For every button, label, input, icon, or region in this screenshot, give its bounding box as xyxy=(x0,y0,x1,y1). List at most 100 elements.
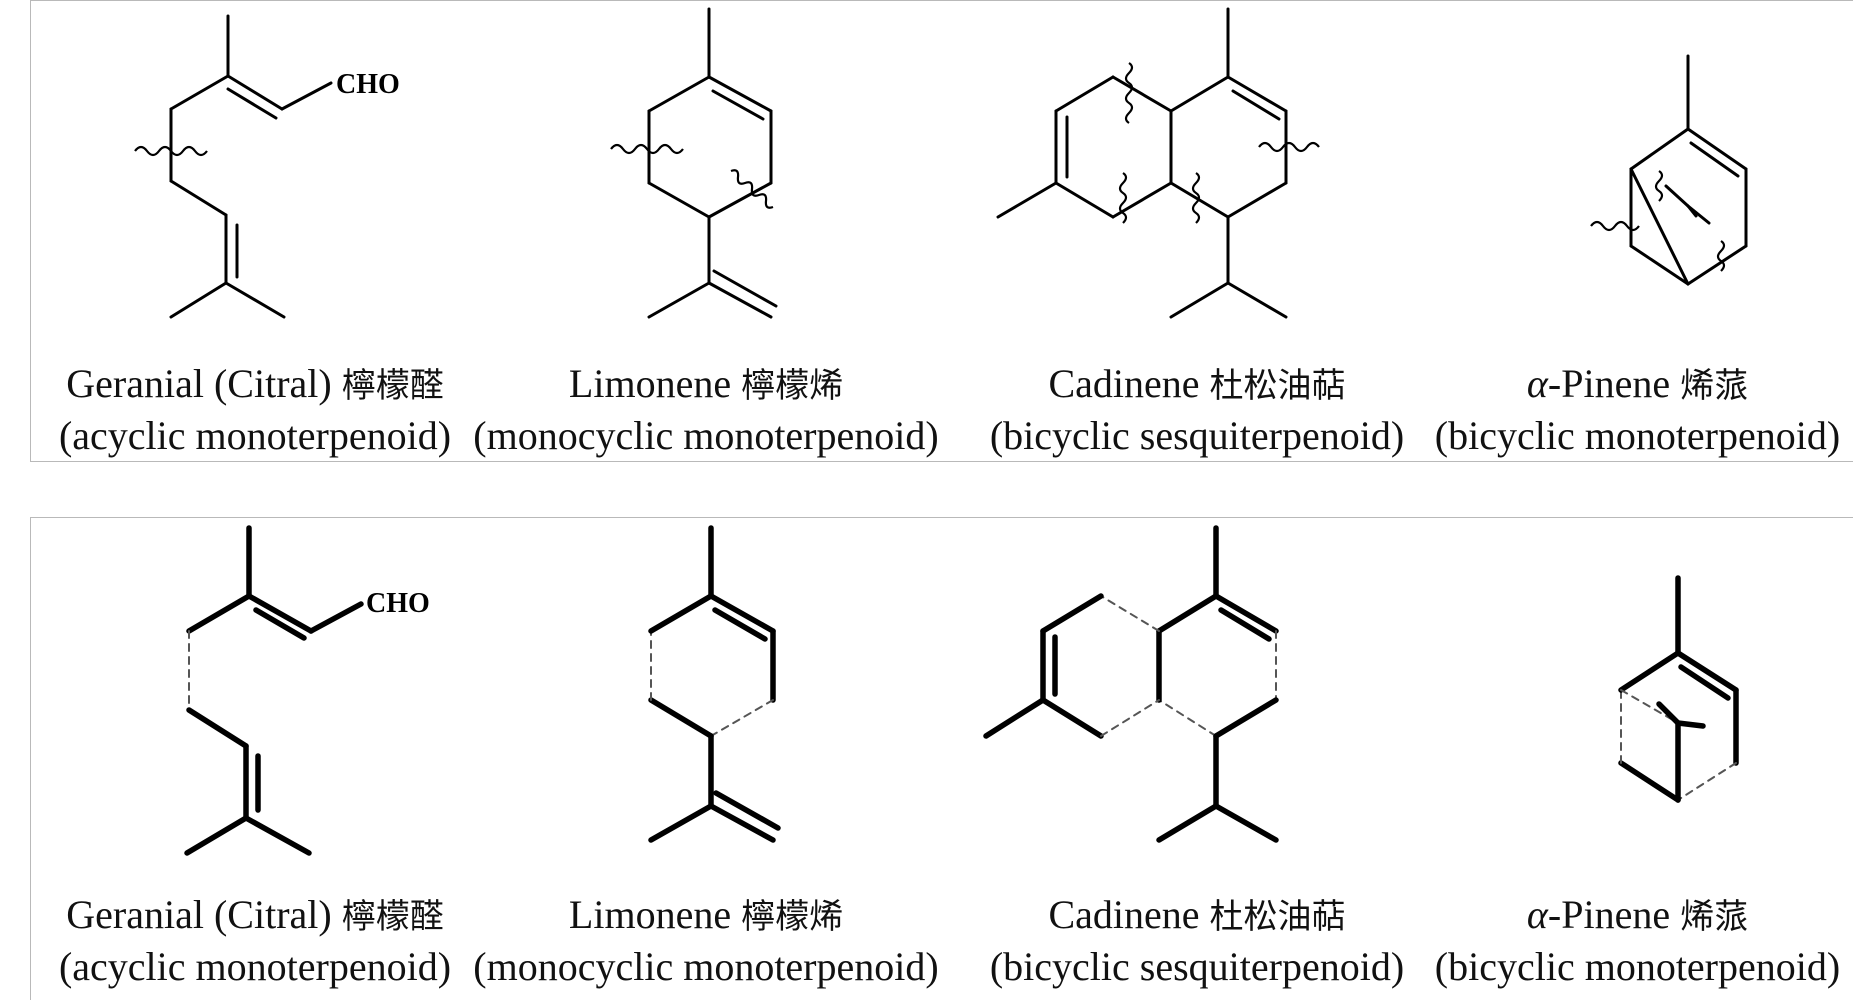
cut-mark xyxy=(1118,172,1128,224)
bond-line xyxy=(1675,720,1706,729)
bond-line xyxy=(169,74,230,111)
cut-mark xyxy=(134,145,208,157)
bond-line xyxy=(1664,184,1690,208)
bond-line xyxy=(1677,762,1737,801)
bond-line xyxy=(243,815,312,856)
bond-line xyxy=(1656,701,1681,726)
bond-line xyxy=(1629,244,1690,286)
bond-line xyxy=(1226,75,1288,113)
bond-line xyxy=(1100,699,1160,737)
bond-line xyxy=(1213,803,1279,843)
limonene-caption-bottom: Limonene 檸檬烯 (monocyclic monoterpenoid) xyxy=(473,892,939,989)
top-panel: CHO xyxy=(30,0,1853,462)
bottom-structures: CHO xyxy=(184,525,1739,856)
bond-line xyxy=(226,87,278,120)
pinene-structure-top xyxy=(1590,54,1748,286)
bond-line xyxy=(1156,803,1219,843)
bond-line xyxy=(1686,244,1748,286)
bond-line xyxy=(648,593,714,634)
bond-line xyxy=(1629,127,1690,171)
bond-line xyxy=(1111,181,1173,219)
bond-line xyxy=(186,707,249,749)
bond-line xyxy=(647,281,711,319)
bond-line xyxy=(224,281,286,319)
bond-line xyxy=(996,181,1058,219)
bond-line xyxy=(169,281,228,319)
bond-line xyxy=(1054,75,1115,113)
bond-line xyxy=(647,181,711,219)
bond-line xyxy=(1686,127,1748,171)
bond-line xyxy=(1111,75,1173,113)
bond-line xyxy=(1040,697,1104,739)
bond-line xyxy=(1226,281,1288,319)
bond-line xyxy=(308,601,364,634)
cadinene-structure-top xyxy=(996,7,1320,319)
bond-line xyxy=(1618,650,1681,693)
bond-line xyxy=(710,699,774,737)
bond-line xyxy=(1675,650,1739,693)
bond-line xyxy=(708,803,776,843)
bond-line xyxy=(1100,595,1160,632)
bond-line xyxy=(708,593,776,634)
bond-line xyxy=(1678,664,1731,701)
top-structures: CHO xyxy=(134,7,1748,319)
bond-line xyxy=(711,89,765,121)
cut-mark xyxy=(1716,240,1726,272)
cut-mark xyxy=(730,169,774,209)
bottom-panel: CHO xyxy=(30,517,1853,1000)
bond-line xyxy=(1040,593,1104,634)
bond-line xyxy=(280,81,333,111)
bond-line xyxy=(1213,593,1279,634)
bond-line xyxy=(647,75,711,113)
bond-line xyxy=(246,593,314,634)
cut-mark xyxy=(1191,172,1201,224)
bond-line xyxy=(1158,699,1217,737)
bond-line xyxy=(169,179,228,217)
bond-line xyxy=(186,593,252,634)
limonene-structure-top xyxy=(610,7,778,319)
cadinene-caption-top: Cadinene 杜松油萜 (bicyclic sesquiterpenoid) xyxy=(989,361,1405,458)
bond-line xyxy=(226,74,284,111)
bond-line xyxy=(1226,181,1288,219)
bond-line xyxy=(1156,593,1219,634)
bond-line xyxy=(1231,89,1281,121)
pinene-caption-bottom: α-Pinene 烯蒎 (bicyclic monoterpenoid) xyxy=(1434,892,1841,989)
limonene-caption-top: Limonene 檸檬烯 (monocyclic monoterpenoid) xyxy=(473,361,939,458)
bond-line xyxy=(648,803,714,843)
cut-mark xyxy=(1258,141,1320,153)
cut-mark xyxy=(1654,170,1664,202)
bond-line xyxy=(648,697,714,739)
bond-line xyxy=(1686,204,1698,218)
limonene-structure-bottom xyxy=(648,525,781,843)
bond-line xyxy=(713,790,781,831)
pinene-structure-bottom xyxy=(1618,575,1739,803)
bond-line xyxy=(1054,181,1115,219)
bond-line xyxy=(707,75,773,113)
bond-line xyxy=(712,607,768,642)
bond-line xyxy=(1169,75,1230,113)
cut-mark xyxy=(1590,220,1640,232)
cho-label-top: CHO xyxy=(336,69,400,100)
cho-label-bottom: CHO xyxy=(366,588,430,619)
pinene-caption-top: α-Pinene 烯蒎 (bicyclic monoterpenoid) xyxy=(1434,361,1841,458)
bond-line xyxy=(983,697,1046,739)
bond-line xyxy=(1629,167,1690,286)
bond-line xyxy=(707,281,773,319)
bond-line xyxy=(712,269,778,308)
bond-line xyxy=(707,181,773,219)
bond-line xyxy=(1169,281,1230,319)
geranial-structure-top: CHO xyxy=(134,14,400,319)
bond-line xyxy=(1218,607,1272,642)
bond-line xyxy=(184,815,249,856)
bond-line xyxy=(1213,697,1279,739)
cadinene-structure-bottom xyxy=(983,525,1279,843)
cadinene-caption-bottom: Cadinene 杜松油萜 (bicyclic sesquiterpenoid) xyxy=(989,892,1405,989)
bond-line xyxy=(1689,141,1740,178)
geranial-caption-top: Geranial (Citral) 檸檬醛 (acyclic monoterpe… xyxy=(58,361,452,458)
geranial-caption-bottom: Geranial (Citral) 檸檬醛 (acyclic monoterpe… xyxy=(58,892,452,989)
geranial-structure-bottom: CHO xyxy=(184,525,430,856)
cut-mark xyxy=(610,143,684,155)
bond-line xyxy=(253,607,307,641)
bond-line xyxy=(1620,689,1679,724)
bond-line xyxy=(1618,760,1681,803)
